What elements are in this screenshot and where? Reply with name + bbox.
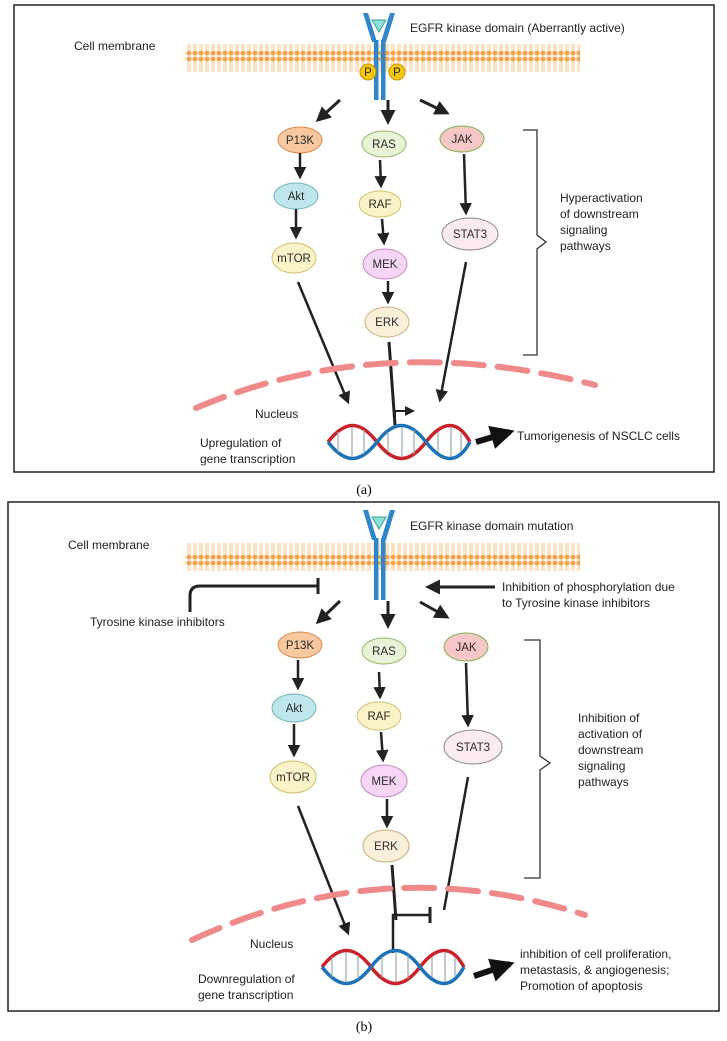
outcome-text-b-line-2: metastasis, & angiogenesis; xyxy=(520,963,669,977)
tki-label: Tyrosine kinase inhibitors xyxy=(90,615,225,629)
inhibition-text-line-1: Inhibition of phosphorylation due xyxy=(502,580,675,594)
node-jak-label-b: JAK xyxy=(455,642,476,654)
bracket-text-line-3: signaling xyxy=(560,223,607,237)
outcome-text-line-1: Tumorigenesis of NSCLC cells xyxy=(517,429,680,443)
panel-b: Cell membrane EGFR kinase domain mutatio… xyxy=(7,501,720,1012)
bracket-text-b-line-5: pathways xyxy=(578,775,629,789)
node-mek-label: MEK xyxy=(373,259,398,271)
outcome-arrow xyxy=(475,425,515,449)
dna-helix xyxy=(326,423,472,461)
node-erk xyxy=(364,306,410,338)
phospho-label-left: P xyxy=(364,67,372,79)
node-jak xyxy=(439,125,485,153)
ligand-triangle-icon-b xyxy=(371,516,387,530)
node-stat3 xyxy=(441,217,499,251)
outcome-arrow-b xyxy=(473,958,515,982)
panel-a-frame xyxy=(13,4,715,473)
transcription-text-line-1: Upregulation of xyxy=(200,436,282,450)
nucleus-envelope-b xyxy=(189,884,588,943)
bracket-b xyxy=(524,639,552,879)
transcription-start-arrow xyxy=(394,406,415,425)
bracket-text-b-line-1: Inhibition of xyxy=(578,711,640,725)
node-jak-b xyxy=(443,632,489,662)
node-mtor xyxy=(271,242,317,274)
node-mek xyxy=(362,248,408,280)
egfr-receptor-b xyxy=(363,510,395,600)
node-erk-label-b: ERK xyxy=(374,841,398,853)
node-ras-b xyxy=(361,637,407,665)
node-ras xyxy=(361,130,407,158)
nucleus-label-b: Nucleus xyxy=(250,937,293,951)
node-stat3-label: STAT3 xyxy=(453,229,487,241)
panel-a-caption: (a) xyxy=(356,483,372,498)
bracket-text-b-line-2: activation of xyxy=(578,727,643,741)
node-p13k-b xyxy=(277,631,323,659)
outcome-text-b-line-3: Promotion of apoptosis xyxy=(520,979,643,993)
bracket-text-line-2: of downstream xyxy=(560,207,639,221)
receptor-label-b: EGFR kinase domain mutation xyxy=(410,519,573,533)
node-raf-label-b: RAF xyxy=(368,711,391,723)
node-mtor-b xyxy=(269,760,317,794)
tki-inhibitor-line xyxy=(188,584,318,612)
outcome-text-b-line-1: inhibition of cell proliferation, xyxy=(520,947,671,961)
inhibition-text-line-2: to Tyrosine kinase inhibitors xyxy=(502,596,650,610)
node-akt-label-b: Akt xyxy=(286,703,303,715)
nucleus-envelope xyxy=(193,359,598,411)
transcription-text-b-line-1: Downregulation of xyxy=(198,972,295,986)
nucleus-label: Nucleus xyxy=(255,407,298,421)
node-akt-label: Akt xyxy=(288,191,305,203)
cell-membrane-label: Cell membrane xyxy=(74,39,156,53)
node-raf-b xyxy=(356,701,402,731)
node-erk-b xyxy=(362,829,410,863)
node-stat3-b xyxy=(443,729,503,765)
panel-a: Cell membrane EGFR kinase domain (Aberra… xyxy=(13,4,715,473)
receptor-label: EGFR kinase domain (Aberrantly active) xyxy=(410,21,625,35)
transcription-text-line-2: gene transcription xyxy=(200,452,295,466)
node-ras-label-b: RAS xyxy=(372,646,396,658)
phospho-label-right: P xyxy=(393,67,401,79)
node-mek-label-b: MEK xyxy=(372,776,397,788)
transcription-text-b-line-2: gene transcription xyxy=(198,988,293,1002)
node-raf xyxy=(358,190,402,218)
node-mek-b xyxy=(360,764,408,798)
arrow-receptor-p13k xyxy=(315,98,342,123)
node-raf-label: RAF xyxy=(369,199,392,211)
phospho-circle-right xyxy=(388,63,406,81)
phospho-circle-left xyxy=(359,63,377,81)
cell-membrane-label-b: Cell membrane xyxy=(68,538,150,552)
panel-b-frame xyxy=(7,501,720,1012)
arrow-receptor-jak xyxy=(419,98,450,115)
bracket-text-line-1: Hyperactivation xyxy=(560,191,643,205)
bracket-text-line-4: pathways xyxy=(560,239,611,253)
node-jak-label: JAK xyxy=(451,134,472,146)
bracket xyxy=(523,129,548,356)
node-ras-label: RAS xyxy=(372,139,396,151)
ligand-triangle-icon xyxy=(371,19,387,33)
panel-b-caption: (b) xyxy=(356,1020,373,1035)
node-erk-label: ERK xyxy=(375,317,399,329)
bracket-text-b-line-4: signaling xyxy=(578,759,625,773)
node-p13k-label-b: P13K xyxy=(286,640,314,652)
node-p13k-label: P13K xyxy=(286,135,314,147)
blocked-transcription-line xyxy=(391,913,430,953)
node-mtor-label: mTOR xyxy=(277,253,311,265)
node-akt-b xyxy=(271,693,317,723)
bracket-text-b-line-3: downstream xyxy=(578,743,643,757)
node-stat3-label-b: STAT3 xyxy=(456,742,490,754)
node-mtor-label-b: mTOR xyxy=(276,772,310,784)
dna-helix-b xyxy=(320,948,466,986)
